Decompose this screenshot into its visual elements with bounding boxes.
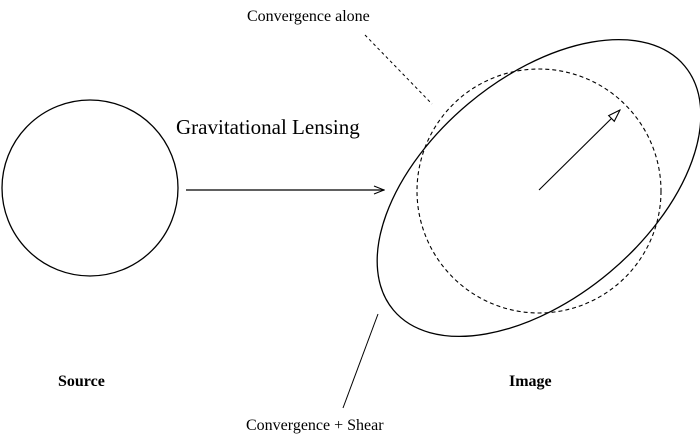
- convergence-alone-label: Convergence alone: [247, 8, 370, 25]
- shear-ellipse: [376, 38, 700, 338]
- image-label: Image: [509, 373, 552, 390]
- shear-direction-arrow: [538, 110, 620, 191]
- convergence-alone-leader: [364, 34, 433, 105]
- convergence-circle-dashed: [416, 68, 662, 314]
- diagram-title: Gravitational Lensing: [176, 115, 360, 139]
- convergence-shear-leader: [342, 313, 379, 409]
- convergence-shear-label: Convergence + Shear: [246, 417, 384, 434]
- source-circle: [1, 99, 179, 277]
- source-label: Source: [58, 373, 105, 390]
